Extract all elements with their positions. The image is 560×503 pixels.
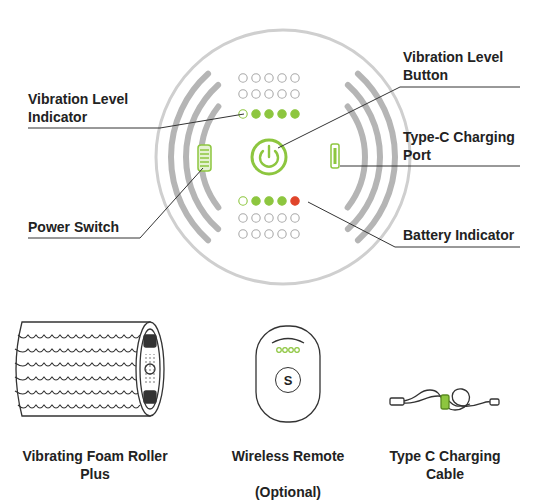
- button-letter: S: [284, 373, 293, 388]
- foam-roller: [15, 322, 164, 416]
- item-caption: Type C Charging Cable: [380, 447, 510, 483]
- item-caption: Vibrating Foam Roller Plus: [10, 447, 180, 483]
- part-label: Vibration Level Indicator: [28, 90, 168, 126]
- note-label: (Optional): [228, 483, 348, 501]
- end-cap: [156, 30, 410, 284]
- leader-lines: [28, 87, 520, 247]
- wireless-remote: [256, 326, 320, 422]
- part-label: Battery Indicator: [403, 226, 553, 244]
- part-label: Type-C Charging Port: [403, 128, 533, 164]
- charging-cable: [390, 389, 499, 410]
- item-caption: Wireless Remote: [208, 447, 368, 465]
- remote-button: S: [275, 367, 301, 393]
- part-label: Vibration Level Button: [403, 48, 543, 84]
- part-label: Power Switch: [28, 218, 168, 236]
